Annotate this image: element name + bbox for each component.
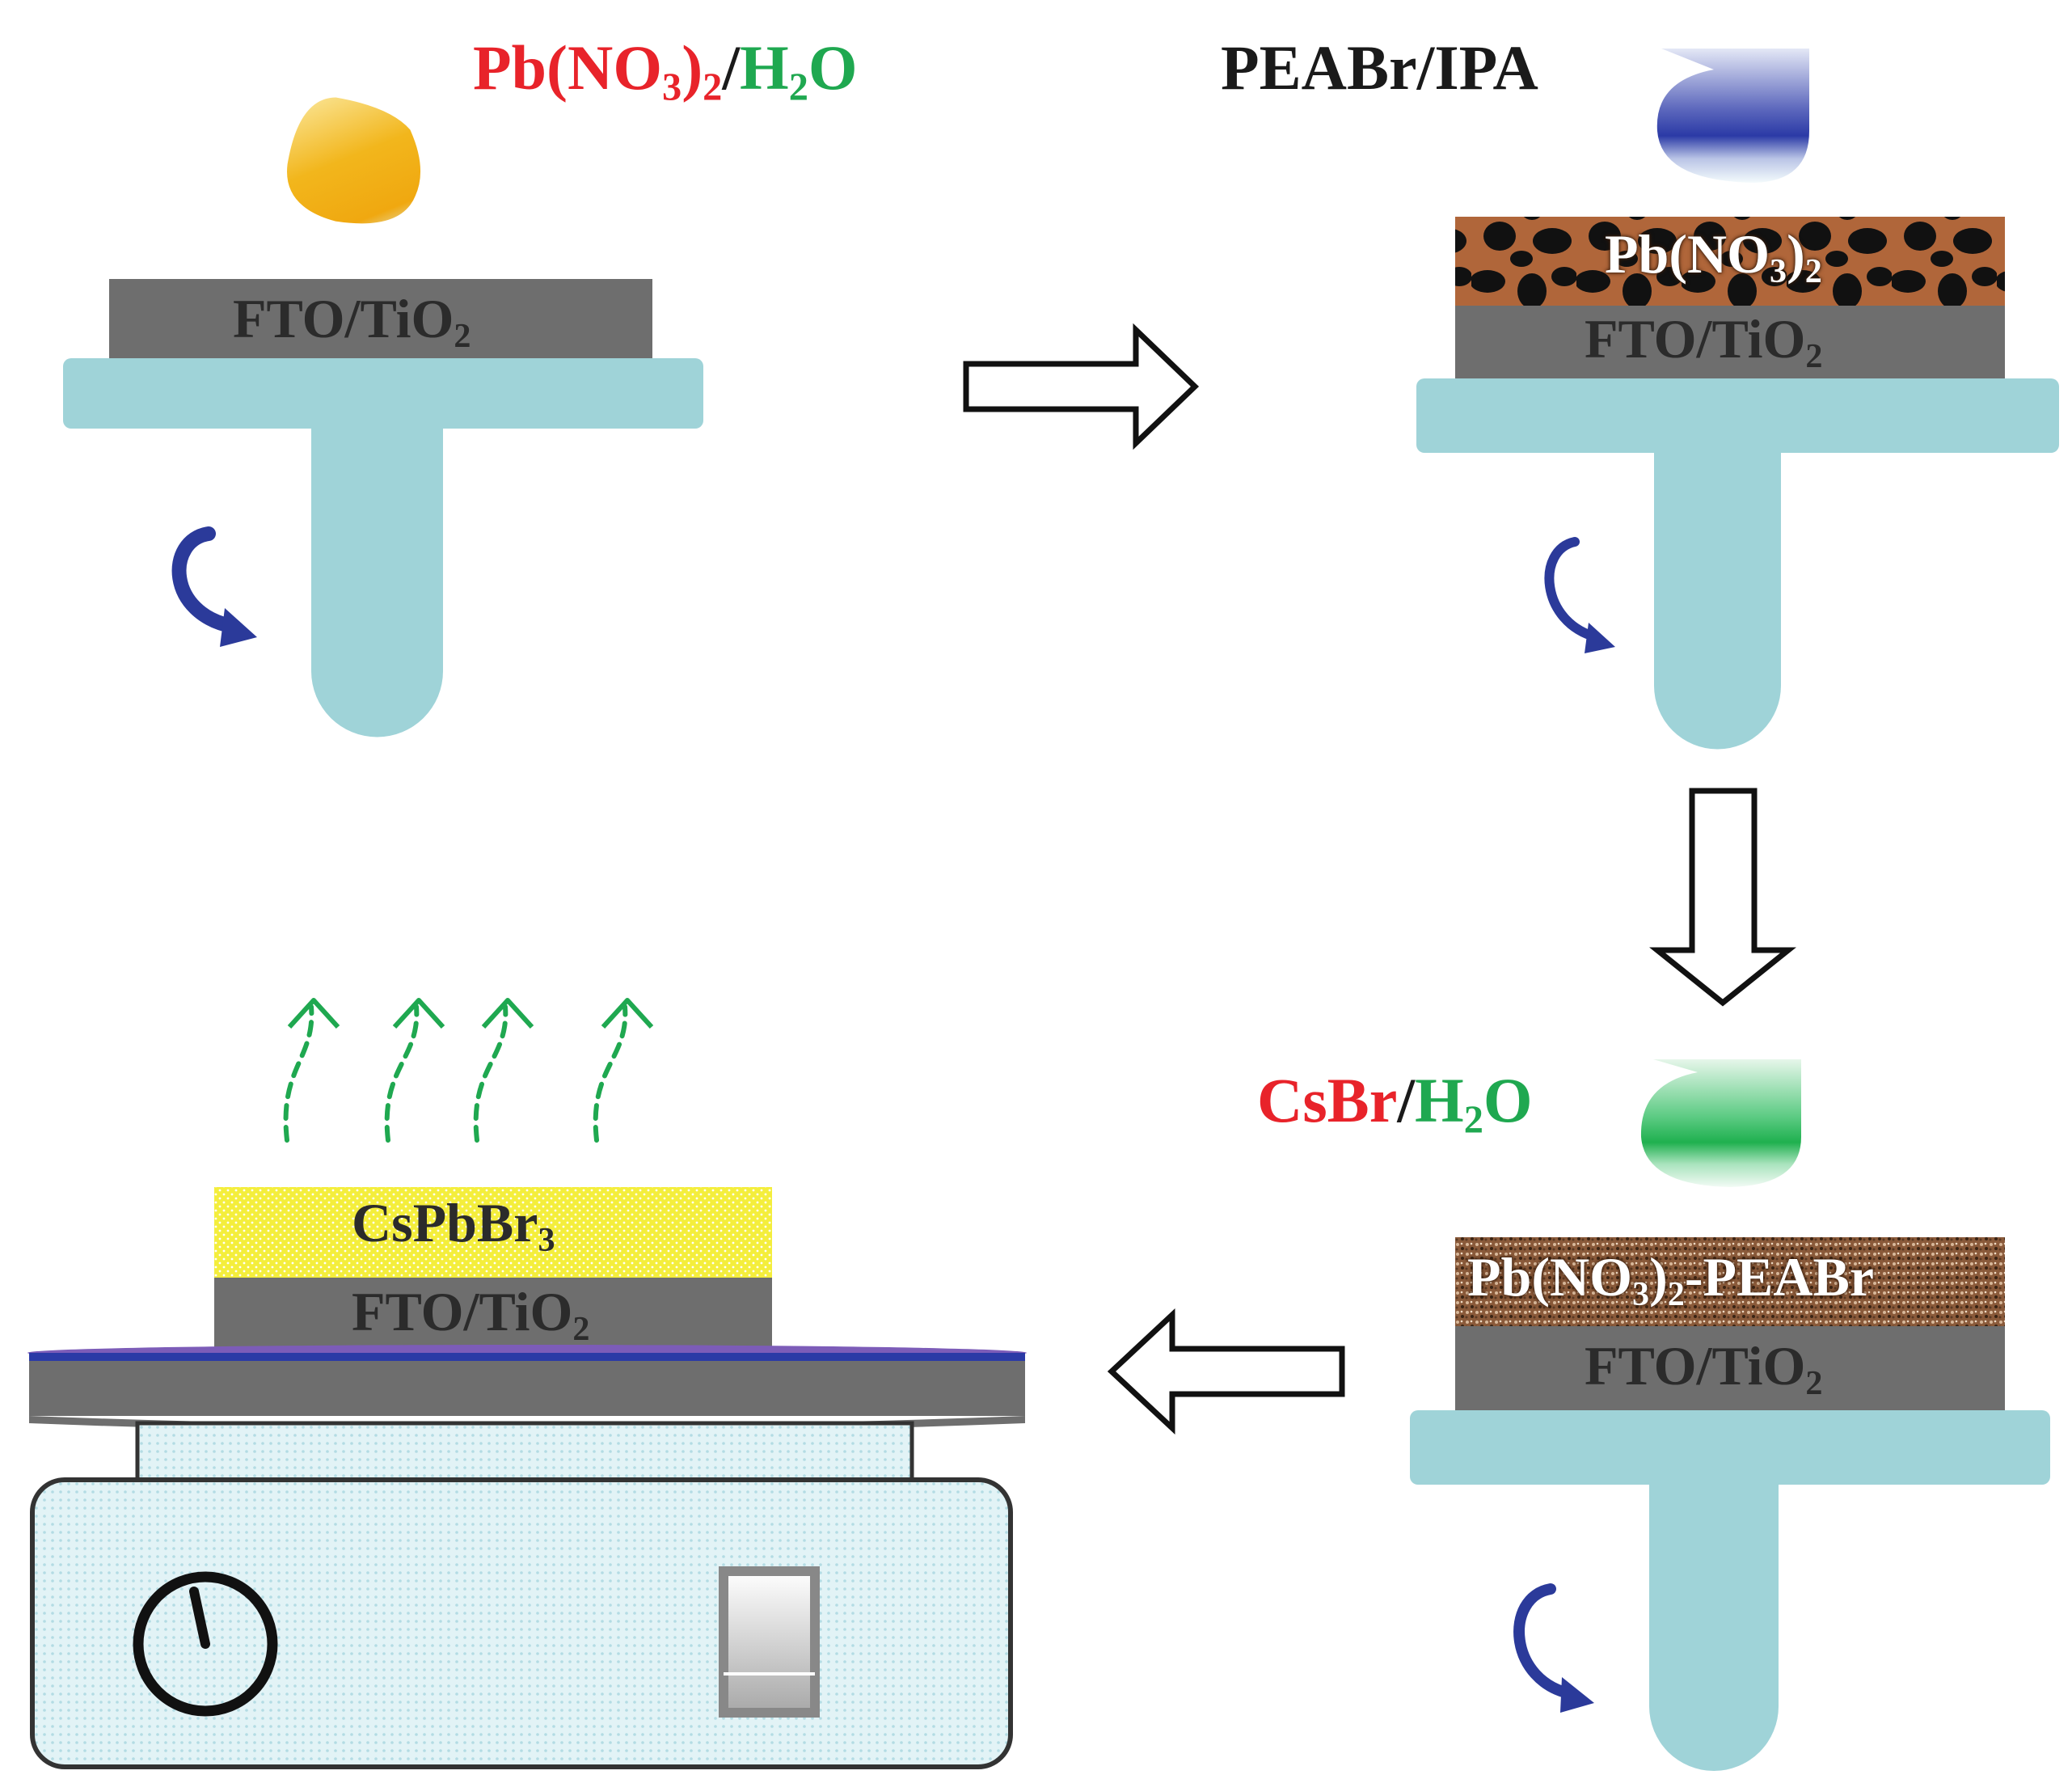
substrate-sub: 2 [1805,336,1823,375]
rotation-arrow-icon [1513,1583,1578,1700]
step4-film-label: CsPbBr3 [352,1192,555,1257]
film-text: CsPbBr [352,1192,538,1253]
step1-substrate-label: FTO/TiO2 [233,288,471,353]
film-pb-no3-2-peabr [1455,1237,2005,1326]
vapor-arrowhead [287,998,340,1029]
spin-chuck-shaft [1649,1480,1779,1771]
substrate-fto-tio2 [109,279,652,360]
rotation-arrow-icon [1544,537,1601,642]
solute-text: Pb(NO [473,32,662,103]
step3-solvent: H2O [1415,1065,1533,1140]
solute-text: CsBr [1257,1065,1398,1135]
solvent-sub: 2 [1463,1098,1483,1142]
process-arrow-icon [1649,788,1796,1007]
dial-pointer [189,1587,210,1649]
step2-reagent-label: PEABr/IPA [1221,32,1538,103]
solute-sub2: 2 [703,65,723,109]
substrate-text: FTO/TiO [1585,308,1806,370]
step1-group [63,97,703,737]
film-text: Pb(NO [1467,1246,1632,1308]
film-sub: 3 [538,1220,555,1259]
vapor-arrowhead [481,998,534,1029]
separator: / [1397,1065,1416,1135]
step2-substrate-label: FTO/TiO2 [1585,311,1822,373]
step4-group [27,998,1027,1769]
hotplate-top-stripe [29,1353,1025,1361]
spin-chuck-shaft [1654,449,1781,750]
vapor-arrow-icon [473,1004,509,1143]
film-sub: 3 [1770,251,1787,290]
film-text: Pb(NO [1605,223,1770,285]
film-cspbbr3 [214,1187,772,1278]
spin-chuck-shaft [311,425,443,737]
solvent-sub: 2 [788,65,808,109]
hotplate-top-plate [29,1361,1025,1416]
substrate-text: FTO/TiO [233,288,454,349]
vapor-arrowheads [287,998,654,1029]
vapor-arrow-icon [283,1004,314,1143]
vapor-arrowhead [392,998,445,1029]
vapor-arrow-icon [384,1004,420,1143]
solvent-end: O [1483,1065,1533,1135]
spin-chuck-plate [1416,378,2059,453]
film-end: -PEABr [1684,1246,1874,1308]
step1-solute: Pb(NO3)2 [473,32,722,108]
solute-sub: 3 [662,65,682,109]
rotation-arrow-icon [171,526,242,634]
substrate-sub: 2 [1805,1363,1823,1402]
step4-substrate-label: FTO/TiO2 [352,1281,589,1346]
solvent-end: O [808,32,858,103]
solvent-text: H [1415,1065,1464,1135]
hotplate-body [30,1477,1013,1769]
droplet-icon [1640,1059,1801,1187]
substrate-fto-tio2 [1455,306,2005,378]
solute-close: ) [682,32,703,103]
substrate-text: FTO/TiO [352,1281,573,1342]
substrate-sub: 2 [454,316,471,355]
rotation-arrowhead [220,608,257,647]
film-close: ) [1649,1246,1668,1308]
vapor-arrows [283,1004,628,1143]
film-close: ) [1787,223,1805,285]
step3-film-label: Pb(NO3)2-PEABr [1467,1249,1874,1311]
spin-chuck-plate [1410,1410,2050,1485]
spin-chuck-plate [63,358,703,429]
separator: / [722,32,741,103]
vapor-arrowhead [601,998,654,1029]
film-sub2: 2 [1804,251,1822,290]
hotplate-neck [135,1421,914,1482]
film-sub: 3 [1632,1274,1650,1313]
step1-solvent: H2O [740,32,858,108]
process-arrow-icon [1107,1308,1345,1435]
step1-reagent-label: Pb(NO3)2/H2O [473,36,858,108]
rotation-arrowhead [1585,623,1615,653]
solvent-text: H [740,32,789,103]
vapor-arrow-icon [593,1004,628,1143]
film-sub2: 2 [1667,1274,1685,1313]
droplet-icon [287,97,421,224]
dial-icon [133,1571,278,1717]
step3-substrate-label: FTO/TiO2 [1585,1338,1822,1400]
substrate-text: FTO/TiO [1585,1335,1806,1397]
step3-group [1410,1059,2050,1771]
film-pb-no3-2 [1455,217,2005,306]
process-arrow-icon [963,323,1200,450]
substrate-fto-tio2 [1455,1326,2005,1410]
step2-group [1416,49,2059,750]
step3-reagent-label: CsBr/H2O [1257,1069,1533,1140]
rotation-arrowhead [1560,1677,1594,1713]
step2-film-label: Pb(NO3)2 [1605,226,1822,288]
substrate-fto-tio2 [214,1278,772,1349]
droplet-icon [1656,49,1809,183]
substrate-sub: 2 [572,1309,590,1348]
switch-icon [719,1566,820,1718]
